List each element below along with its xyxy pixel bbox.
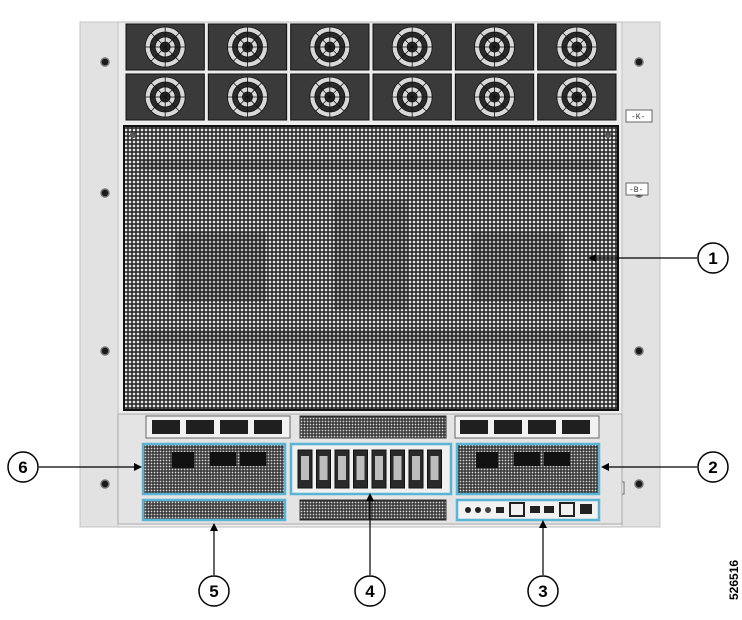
io-module <box>455 498 601 522</box>
fan-icon <box>454 23 535 71</box>
screw-icon <box>100 346 110 356</box>
lower-left-bay <box>141 498 287 522</box>
callout-2: 2 <box>697 451 729 483</box>
grille-shadow-components <box>140 160 600 344</box>
center-drive-bay <box>289 442 453 496</box>
callout-6: 6 <box>7 451 39 483</box>
left-node-bay <box>141 442 287 496</box>
chassis-right-rail <box>621 21 661 528</box>
fan-icon <box>290 23 370 71</box>
fan-module-grille <box>123 125 619 411</box>
fan-icon <box>537 23 617 71</box>
drive-slot-latch <box>430 456 439 480</box>
screw-icon <box>634 346 644 356</box>
upper-connector-strip <box>145 415 600 439</box>
chassis-left-rail <box>79 21 119 528</box>
fan-icon <box>207 73 288 121</box>
grille-corner-screw <box>605 132 611 138</box>
fan-icon <box>125 73 205 121</box>
callout-1: 1 <box>697 242 729 274</box>
callout-5-label: 5 <box>209 582 218 601</box>
top-fan-trays <box>125 23 617 121</box>
callout-4-label: 4 <box>365 582 375 601</box>
callout-2-label: 2 <box>708 458 717 477</box>
drive-slot-latch <box>375 456 383 480</box>
right-node-bay <box>455 442 601 496</box>
screw-icon <box>634 479 644 489</box>
drive-slot-latch <box>356 456 365 480</box>
callout-3-label: 3 <box>538 582 547 601</box>
fan-icon <box>372 23 452 71</box>
figure-id: 526516 <box>727 560 741 600</box>
screw-icon <box>100 57 110 67</box>
screw-icon <box>100 188 110 198</box>
mounting-screws <box>100 57 644 489</box>
drive-slot-latch <box>319 456 328 480</box>
callout-6-label: 6 <box>18 458 27 477</box>
mid-tag: -B- <box>629 186 643 195</box>
fan-icon <box>207 23 288 71</box>
callout-1-label: 1 <box>708 249 717 268</box>
top-tag: -K- <box>631 113 645 122</box>
fan-icon <box>454 73 535 121</box>
fan-icon <box>537 73 617 121</box>
callout-5: 5 <box>198 575 230 607</box>
callout-leaders <box>39 257 697 575</box>
screw-icon <box>100 479 110 489</box>
drive-slot-latch <box>412 456 420 480</box>
leader-arrowheads <box>134 254 609 531</box>
callout-4: 4 <box>354 575 386 607</box>
drive-slot-latch <box>393 456 402 480</box>
fan-icon <box>125 23 205 71</box>
fan-icon <box>290 73 370 121</box>
drive-slot-latch <box>301 456 309 480</box>
screw-icon <box>634 57 644 67</box>
lower-center-mesh <box>299 499 447 521</box>
drive-slot-latch <box>338 456 346 480</box>
callout-3: 3 <box>527 575 559 607</box>
fan-icon <box>372 73 452 121</box>
grille-corner-screw <box>130 132 136 138</box>
